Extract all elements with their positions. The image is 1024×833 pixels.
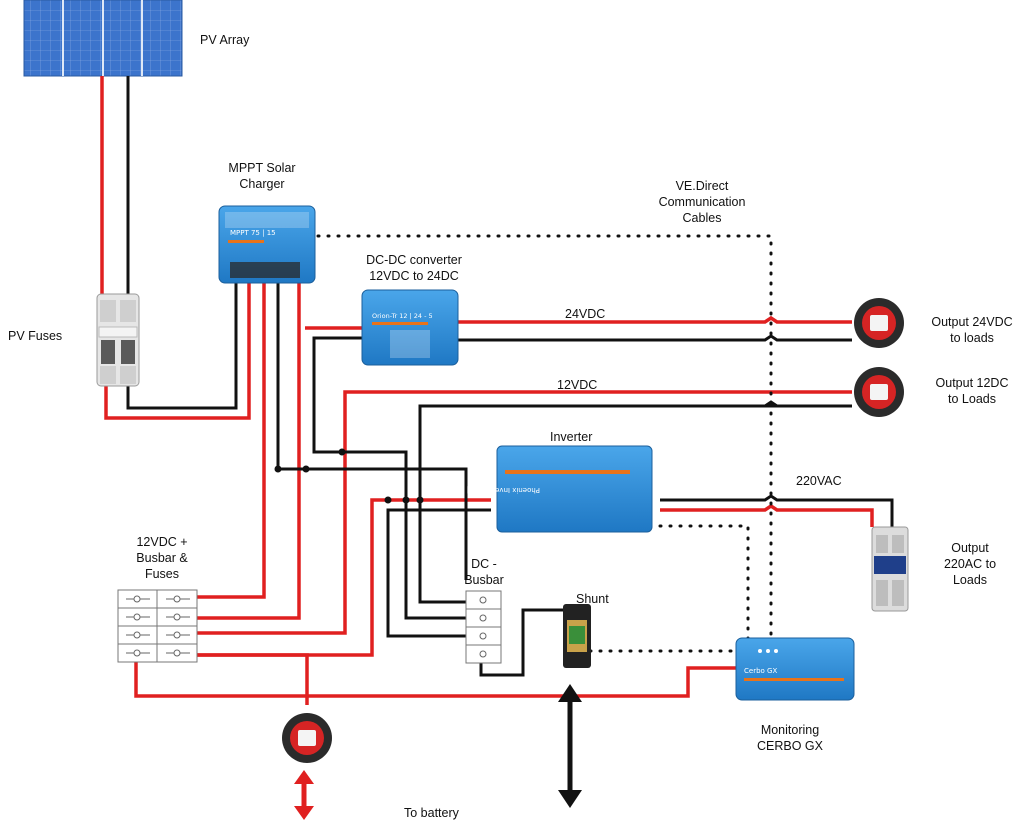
mppt-label: MPPT Solar Charger [228, 161, 296, 191]
positive-busbar [117, 589, 198, 663]
output-220ac-label: Output 220AC to Loads [943, 541, 997, 587]
mppt-model-text: MPPT 75 | 15 [230, 229, 276, 237]
output-24vdc-label: Output 24VDC to loads [931, 315, 1013, 345]
dc-busbar-label: DC - Busbar [464, 557, 504, 587]
inverter-model-text: Phoenix Inverter 12 | 250 [451, 486, 540, 494]
busbar-fuses-label: 12VDC + Busbar & Fuses [136, 535, 188, 581]
positive-wires [100, 76, 874, 705]
vedirect-cables [316, 234, 773, 653]
dcdc-converter: Orion-Tr 12 | 24 - 5 [361, 289, 459, 366]
voltage-220vac-label: 220VAC [796, 474, 842, 488]
orion-model-text: Orion-Tr 12 | 24 - 5 [372, 312, 433, 320]
shunt-device [563, 604, 591, 668]
cerbo-model-text: Cerbo GX [744, 667, 777, 675]
voltage-12vdc-label: 12VDC [557, 378, 598, 392]
output-12dc-label: Output 12DC to Loads [935, 376, 1009, 406]
battery-arrow-main [558, 684, 582, 808]
junction-dots [274, 448, 424, 504]
cerbo-gx-device: Cerbo GX [735, 637, 855, 701]
battery-arrow-switch [294, 770, 314, 820]
to-battery-label: To battery [404, 806, 459, 820]
monitoring-label: Monitoring CERBO GX [757, 723, 823, 753]
battery-switch-24v [854, 298, 904, 348]
vedirect-label: VE.Direct Communication Cables [658, 179, 746, 225]
ac-breaker [871, 526, 909, 612]
battery-switch-main [282, 713, 332, 763]
pv-fuses [96, 293, 140, 387]
voltage-24vdc-label: 24VDC [565, 307, 606, 321]
mppt-charger: MPPT 75 | 15 [218, 205, 316, 284]
dcdc-label: DC-DC converter 12VDC to 24DC [366, 253, 462, 283]
pv-fuses-label: PV Fuses [8, 329, 63, 343]
negative-busbar [465, 590, 502, 664]
battery-switch-12v [854, 367, 904, 417]
pv-array [23, 0, 183, 77]
inverter-device: Phoenix Inverter 12 | 250 [451, 445, 653, 533]
negative-wires [126, 76, 894, 677]
shunt-label: Shunt [576, 592, 609, 606]
inverter-label: Inverter [550, 430, 593, 444]
pv-array-label: PV Array [200, 33, 250, 47]
